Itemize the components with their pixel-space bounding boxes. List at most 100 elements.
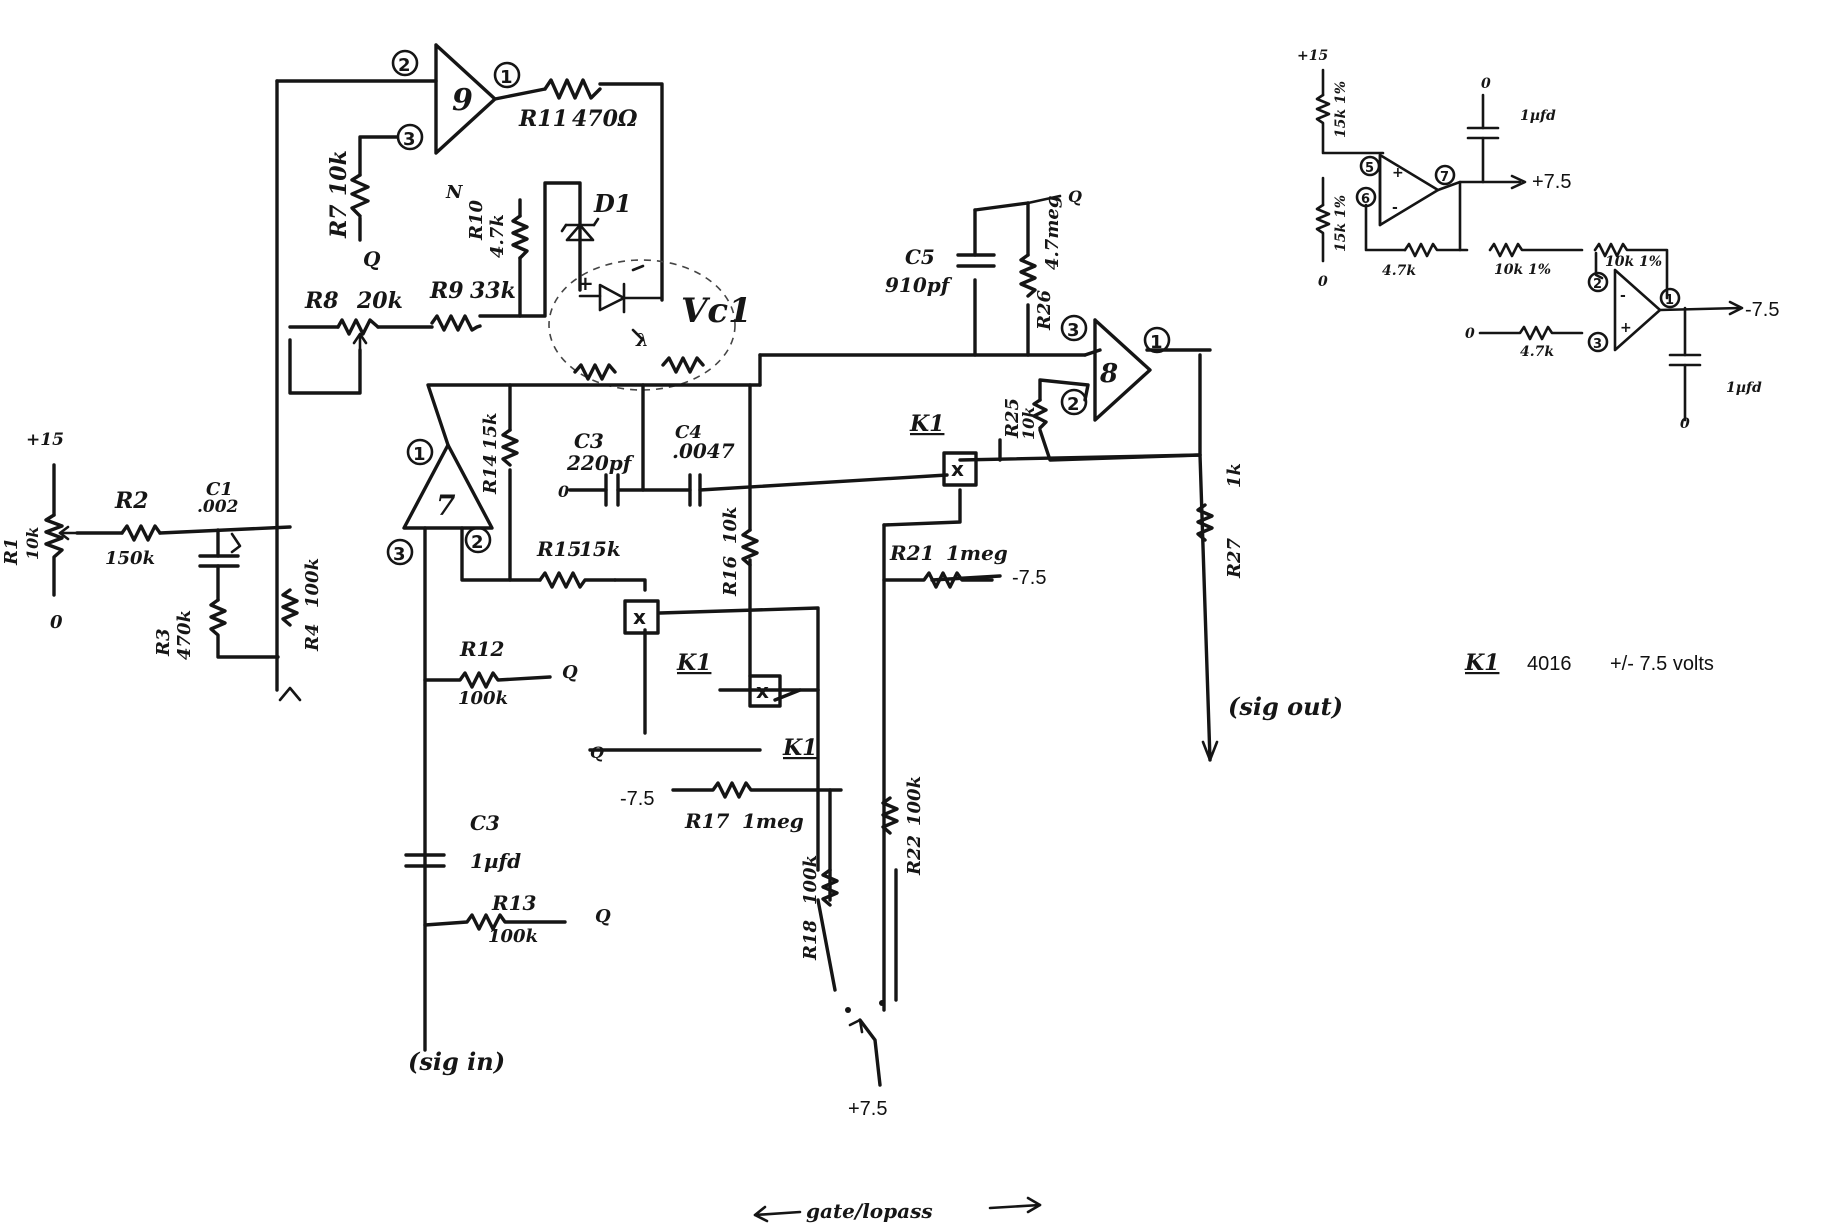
opamp-7: 7 1 2 3 bbox=[386, 438, 494, 566]
node-q: Q bbox=[1068, 187, 1082, 206]
label-r4: R4 bbox=[302, 624, 323, 652]
opamp-8-label: 8 bbox=[1099, 359, 1118, 389]
pin-label: 2 bbox=[1067, 394, 1080, 415]
pin-label: 2 bbox=[398, 55, 411, 76]
value-r11: 470Ω bbox=[572, 106, 638, 132]
node-zero: 0 bbox=[50, 612, 63, 633]
value-r4: 100k bbox=[302, 558, 323, 608]
resistor-supply-top bbox=[1315, 93, 1385, 155]
pin-label: 3 bbox=[403, 129, 416, 150]
label-r7: R7 bbox=[326, 204, 352, 239]
supply-opamp-minus: - bbox=[1620, 288, 1626, 304]
pin-label: 2 bbox=[471, 532, 484, 553]
resistor-r18 bbox=[821, 868, 839, 907]
zener-d1 bbox=[560, 217, 600, 242]
supply-zero: 0 bbox=[1680, 416, 1690, 432]
switch-direction bbox=[753, 1196, 1042, 1223]
pin-label: 3 bbox=[1593, 337, 1602, 352]
capacitor-c3a bbox=[604, 473, 620, 507]
capacitor-c1 bbox=[198, 528, 242, 602]
pin-label: 7 bbox=[1440, 170, 1449, 185]
pot-r1 bbox=[44, 513, 64, 597]
label-r18: R18 bbox=[800, 920, 821, 961]
label-r13: R13 bbox=[491, 891, 537, 915]
svg-text:x: x bbox=[756, 679, 769, 703]
node-lambda: λ bbox=[635, 330, 649, 351]
supply-opamp-plus: + bbox=[1620, 320, 1632, 336]
value-r1: 10k bbox=[23, 527, 42, 560]
resistor-opto-a bbox=[573, 363, 617, 381]
value-r3: 470k bbox=[174, 610, 195, 660]
label-c1: C1 bbox=[206, 479, 233, 500]
note-volts: +/- 7.5 volts bbox=[1610, 653, 1714, 675]
supply-opamp-plus: + bbox=[1392, 165, 1404, 181]
node-q: Q bbox=[590, 743, 604, 762]
resistor-supply-bot bbox=[1315, 203, 1331, 263]
wires-mid bbox=[423, 201, 1212, 1052]
value-c3a: 220pf bbox=[566, 451, 635, 475]
node-q: Q bbox=[595, 906, 611, 927]
resistor-r9 bbox=[430, 314, 482, 332]
node-plus75: +7.5 bbox=[848, 1098, 887, 1120]
supply-r-bot: 15k 1% bbox=[1333, 195, 1349, 252]
resistor-r21 bbox=[882, 571, 994, 589]
label-k1: K1 bbox=[676, 650, 711, 676]
opto-vc1 bbox=[548, 259, 736, 391]
supply-zero: 0 bbox=[1465, 326, 1475, 342]
label-vc1: Vc1 bbox=[681, 291, 752, 331]
label-r12: R12 bbox=[459, 637, 505, 661]
resistor-r22 bbox=[881, 796, 899, 835]
resistor-opto-b bbox=[661, 356, 705, 374]
node-minus75: -7.5 bbox=[1012, 567, 1046, 589]
value-r15: 15k bbox=[579, 537, 621, 561]
node-q: Q bbox=[363, 247, 381, 271]
resistor-supply-gnd bbox=[1478, 325, 1584, 341]
value-r18: 100k bbox=[800, 855, 821, 905]
node-plus15: +15 bbox=[26, 430, 64, 450]
capacitor-c5 bbox=[956, 253, 996, 268]
legend-note: K1 4016 +/- 7.5 volts bbox=[1464, 650, 1714, 676]
label-d1: D1 bbox=[593, 189, 632, 218]
note-part: 4016 bbox=[1527, 653, 1572, 675]
supply-zero: 0 bbox=[1318, 274, 1328, 290]
resistor-r27 bbox=[1196, 503, 1214, 542]
value-r2: 150k bbox=[105, 548, 155, 569]
label-r27: R27 bbox=[1224, 538, 1245, 579]
node-plus: + bbox=[577, 271, 594, 295]
label-r15: R15 bbox=[536, 537, 581, 561]
capacitor-c4 bbox=[688, 473, 702, 507]
label-r3: R3 bbox=[153, 629, 174, 657]
capacitor-c3b bbox=[404, 853, 446, 868]
value-r21: 1meg bbox=[946, 541, 1008, 565]
value-c1: .002 bbox=[197, 497, 239, 517]
resistor-r15 bbox=[538, 571, 617, 589]
label-k1: K1 bbox=[782, 735, 817, 761]
opamp-8: 8 3 2 1 bbox=[1060, 314, 1171, 422]
label-r25: R25 bbox=[1002, 398, 1023, 439]
value-r12: 100k bbox=[458, 688, 508, 709]
value-r26: 4.7meg bbox=[1042, 196, 1063, 270]
value-c4: .0047 bbox=[672, 439, 735, 463]
label-k1: K1 bbox=[909, 411, 944, 437]
value-r10: 4.7k bbox=[487, 214, 508, 258]
value-r16: 10k bbox=[720, 506, 741, 544]
label-r26: R26 bbox=[1034, 290, 1055, 331]
label-r8: R8 bbox=[304, 288, 339, 314]
resistor-r11 bbox=[543, 78, 602, 100]
svg-text:x: x bbox=[951, 457, 964, 481]
pin-label: 3 bbox=[393, 544, 406, 565]
resistor-r26 bbox=[1019, 253, 1037, 298]
pin-label: 3 bbox=[1067, 320, 1080, 341]
note-tag: K1 bbox=[1464, 650, 1499, 676]
value-r7: 10k bbox=[326, 150, 352, 196]
value-r27: 1k bbox=[1224, 463, 1245, 488]
pin-label: 1 bbox=[413, 444, 426, 465]
resistor-r8 bbox=[336, 318, 380, 336]
supply-r-gnd: 4.7k bbox=[1520, 344, 1554, 360]
resistor-r12 bbox=[423, 671, 552, 689]
label-r11: R11 bbox=[518, 106, 568, 132]
resistor-r3 bbox=[209, 598, 280, 659]
svg-text:x: x bbox=[633, 605, 646, 629]
supply-plus15: +15 bbox=[1297, 48, 1328, 64]
